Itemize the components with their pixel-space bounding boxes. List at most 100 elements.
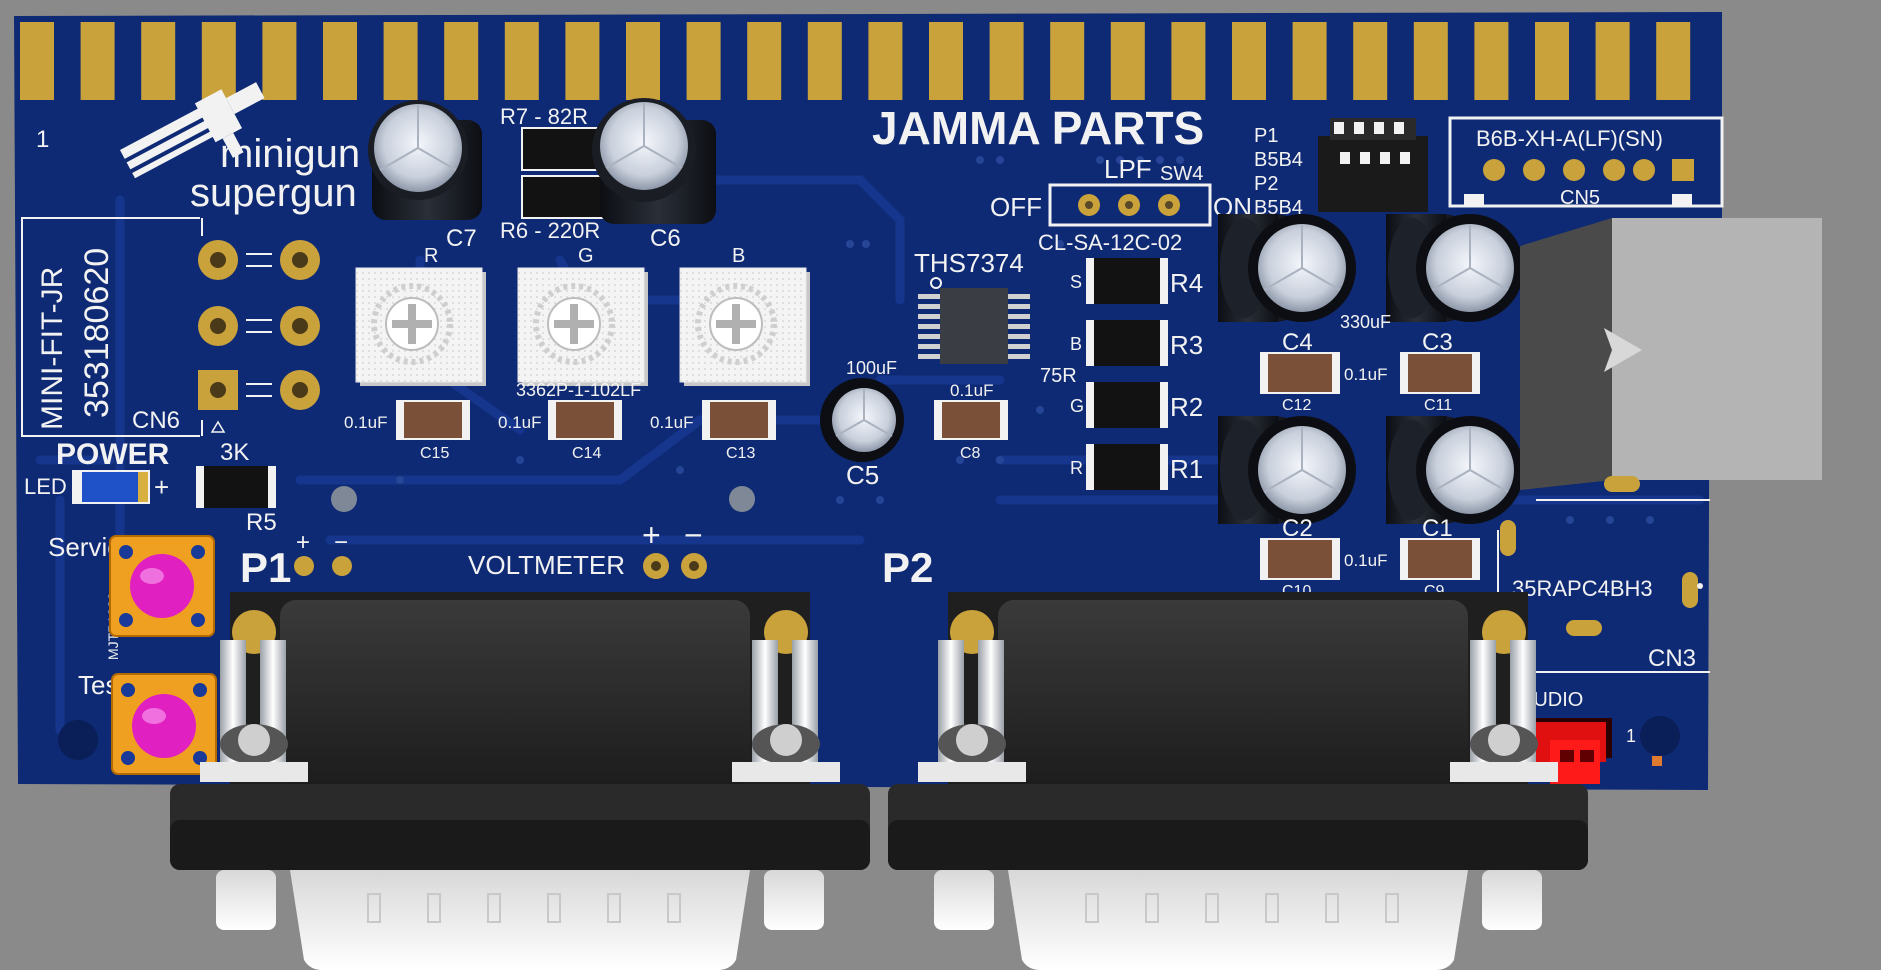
dsub-pin-socket: [427, 893, 441, 923]
resistor-r5: [196, 466, 276, 508]
bulk-cap-value: 330uF: [1340, 312, 1391, 332]
r4-label: R4: [1170, 268, 1203, 298]
dsub-washer: [200, 762, 308, 782]
edge-connector-fingers: [20, 22, 1691, 100]
resistor-r2: [1086, 382, 1168, 428]
off-label: OFF: [990, 192, 1042, 222]
dsub-plug: [290, 870, 750, 970]
ic-pin: [1008, 294, 1030, 299]
trimmer-pot: [679, 267, 810, 386]
edge-finger: [747, 22, 782, 100]
lpf-label: LPF: [1104, 154, 1152, 184]
ic-pin: [1008, 304, 1030, 309]
voltmeter-p1-minus: −: [334, 529, 348, 556]
r2-label: R2: [1170, 392, 1203, 422]
ic-pin1-marker: [930, 277, 942, 289]
dsub-pin-socket: [1205, 893, 1219, 923]
lpf-part-label: CL-SA-12C-02: [1038, 230, 1182, 255]
edge-finger: [141, 22, 176, 100]
dsub-pin-socket: [1085, 893, 1099, 923]
logo-text-line1: minigun: [220, 132, 360, 176]
connector-cn6-outline: [21, 217, 203, 437]
ic-pin: [918, 314, 940, 319]
edge-finger: [1413, 22, 1448, 100]
edge-finger: [323, 22, 357, 100]
edge-finger: [1232, 22, 1266, 100]
minigun-icon: [120, 82, 265, 179]
logo-text-line2: supergun: [190, 171, 357, 215]
dsub-washer: [1450, 762, 1558, 782]
ic-label: THS7374: [914, 248, 1024, 278]
cn6-label: CN6: [132, 407, 180, 434]
dsub-pin-socket: [487, 893, 501, 923]
dsub-connector-p2: [888, 592, 1588, 970]
connector-cn5: [1448, 116, 1724, 208]
trimmer-pot: [517, 267, 648, 386]
capacitor-c6: [592, 98, 716, 224]
r7-label: R7 - 82R: [500, 104, 588, 129]
edge-finger: [262, 22, 297, 100]
c12-label: C12: [1282, 397, 1311, 414]
ic-pin: [1008, 344, 1030, 349]
edge-finger: [1050, 22, 1085, 100]
c5-value: 100uF: [846, 358, 897, 378]
p1-switch-part: B5B4: [1254, 149, 1303, 171]
edge-finger: [504, 22, 539, 100]
dsub-screw: [238, 724, 270, 756]
pot-r-label: R: [424, 245, 438, 267]
resistor-r7: [521, 127, 605, 171]
brand-title: JAMMA PARTS: [872, 102, 1204, 154]
c8-label: C8: [960, 445, 981, 462]
p2-switch-part: B5B4: [1254, 197, 1303, 219]
edge-finger: [929, 22, 963, 100]
cn3-part-label: 35RAPC4BH3: [1512, 576, 1653, 601]
sw4-label: SW4: [1160, 163, 1203, 185]
r5-label: R5: [246, 509, 277, 536]
ic-pin: [918, 324, 940, 329]
capacitor-c15: [396, 400, 470, 440]
ic-pin: [918, 304, 940, 309]
vias: [396, 156, 1654, 524]
resistor-r1: [1086, 444, 1168, 490]
pot-g-label: G: [578, 245, 594, 267]
edge-finger: [1474, 22, 1509, 100]
dsub-pin-socket: [1325, 893, 1339, 923]
ic-pin: [1008, 354, 1030, 359]
dsub-connector-p1: [170, 592, 870, 970]
led-label: LED: [24, 474, 67, 499]
ic-pin: [918, 354, 940, 359]
c15-label: C15: [420, 445, 449, 462]
edge-finger: [1353, 22, 1388, 100]
capacitor-c12: [1260, 352, 1340, 394]
capacitor-c9: [1400, 538, 1480, 580]
bulk-capacitor: [1386, 416, 1524, 524]
r1-select-label: R: [1070, 458, 1083, 478]
bulk-capacitors: [1218, 214, 1524, 524]
capacitor-c14: [548, 400, 622, 440]
resistor-r4: [1086, 258, 1168, 304]
edge-finger: [1171, 22, 1206, 100]
r3-label: R3: [1170, 330, 1203, 360]
service-button[interactable]: [109, 535, 215, 637]
test-button[interactable]: [111, 673, 217, 775]
capacitor-c5: [820, 378, 904, 462]
r1-label: R1: [1170, 454, 1203, 484]
r5-value: 3K: [220, 439, 249, 466]
resistor-r3: [1086, 320, 1168, 366]
c7-label: C7: [446, 225, 477, 252]
p2-label: P2: [882, 544, 933, 591]
cn3-pads: [1500, 476, 1703, 636]
edge-finger: [80, 22, 115, 100]
c11-label: C11: [1424, 397, 1452, 414]
audio-pin1-label: 1: [1626, 726, 1636, 746]
capacitor-c7: [368, 100, 482, 220]
dsub-washer: [918, 762, 1026, 782]
c14-value: 0.1uF: [498, 413, 541, 432]
dsub-screw: [956, 724, 988, 756]
c5-label: C5: [846, 460, 879, 490]
r2-select-label: G: [1070, 396, 1084, 416]
ic-pin: [918, 294, 940, 299]
edge-finger: [807, 22, 842, 100]
dsub-boss: [216, 870, 276, 930]
